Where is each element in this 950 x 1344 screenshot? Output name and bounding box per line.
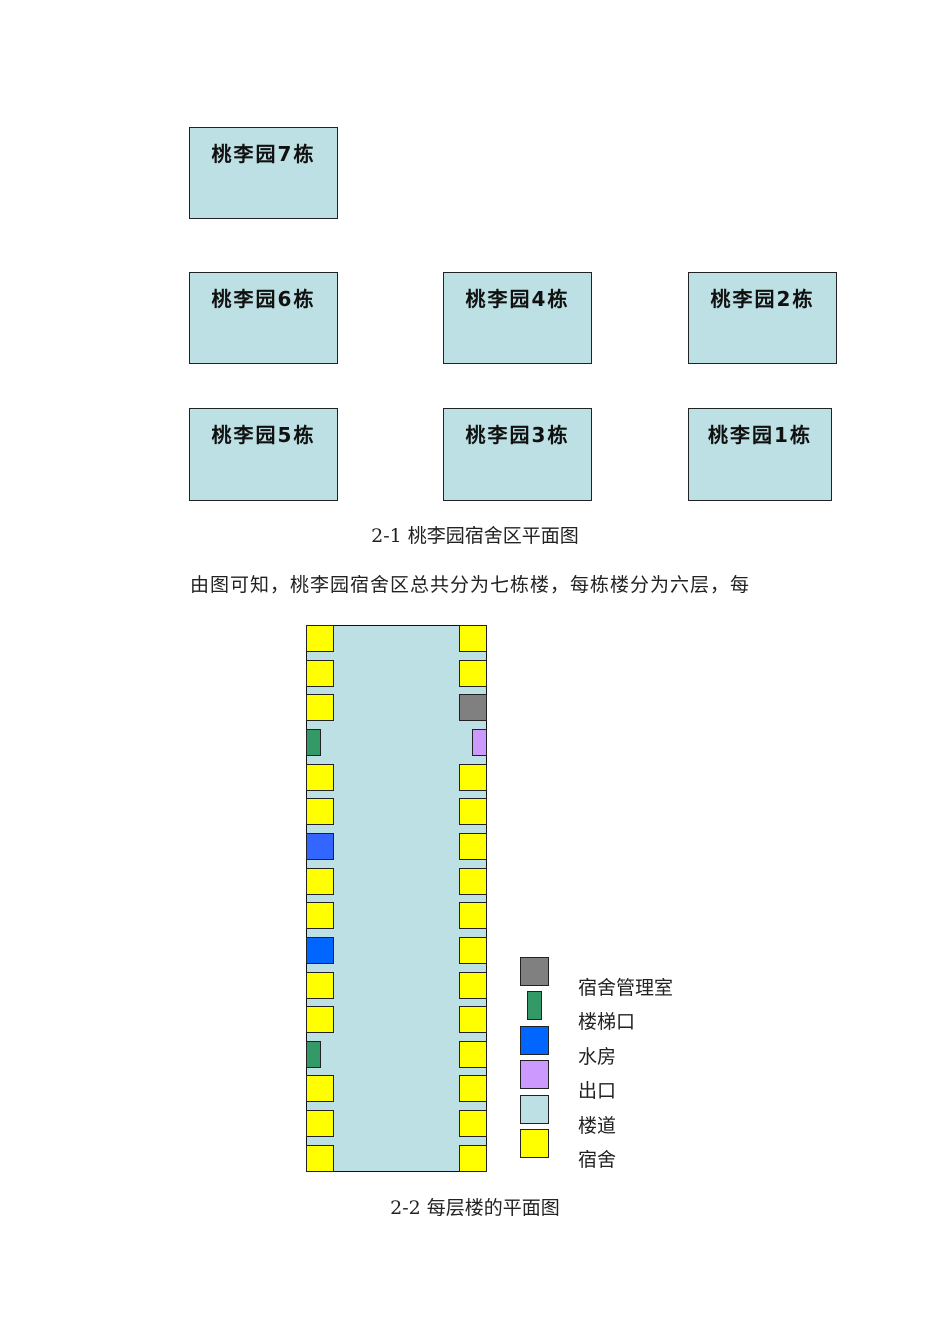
legend-label-corridor: 楼道	[578, 1115, 617, 1137]
room-water	[306, 832, 334, 860]
building-label: 桃李园3栋	[465, 423, 570, 447]
legend-swatch-exit	[520, 1060, 549, 1089]
room-dorm	[459, 902, 487, 930]
room-dorm	[459, 832, 487, 860]
room-dorm	[459, 659, 487, 687]
legend-label-exit: 出口	[578, 1080, 617, 1102]
legend-label-stair: 楼梯口	[578, 1011, 636, 1033]
room-dorm	[459, 1110, 487, 1138]
room-dorm	[306, 1144, 334, 1172]
room-dorm	[459, 1006, 487, 1034]
building-label: 桃李园6栋	[211, 287, 316, 311]
building-label: 桃李园1栋	[708, 423, 812, 447]
building-block: 桃李园4栋	[443, 272, 592, 364]
figure-1-caption: 2-1 桃李园宿舍区平面图	[371, 525, 579, 547]
building-block: 桃李园6栋	[189, 272, 338, 364]
building-block: 桃李园7栋	[189, 127, 338, 219]
room-dorm	[306, 902, 334, 930]
room-dorm	[306, 1075, 334, 1103]
legend-label-dorm: 宿舍	[578, 1149, 617, 1171]
room-dorm	[459, 1075, 487, 1103]
figure-2-caption: 2-2 每层楼的平面图	[390, 1197, 560, 1219]
corridor	[306, 625, 487, 1172]
building-label: 桃李园4栋	[465, 287, 570, 311]
room-dorm	[306, 798, 334, 826]
room-water_alt	[306, 936, 334, 964]
room-dorm	[459, 1040, 487, 1068]
room-dorm	[306, 625, 334, 652]
room-dorm	[459, 936, 487, 964]
room-dorm	[306, 1006, 334, 1034]
legend-swatch-dorm	[520, 1129, 549, 1158]
room-dorm	[459, 1144, 487, 1172]
legend-swatch-stair	[527, 991, 542, 1020]
building-block: 桃李园2栋	[688, 272, 837, 364]
room-dorm	[459, 625, 487, 652]
building-label: 桃李园7栋	[211, 142, 316, 166]
legend-label-admin: 宿舍管理室	[578, 977, 674, 999]
legend-swatch-corridor	[520, 1095, 549, 1124]
room-dorm	[459, 763, 487, 791]
body-paragraph: 由图可知，桃李园宿舍区总共分为七栋楼，每栋楼分为六层，每	[190, 574, 751, 596]
room-dorm	[459, 867, 487, 895]
room-stair	[306, 728, 321, 756]
building-label: 桃李园5栋	[211, 423, 316, 447]
room-dorm	[459, 971, 487, 999]
room-exit	[472, 728, 487, 756]
room-dorm	[306, 659, 334, 687]
room-dorm	[459, 798, 487, 826]
building-block: 桃李园3栋	[443, 408, 592, 501]
building-block: 桃李园1栋	[688, 408, 832, 501]
room-dorm	[306, 867, 334, 895]
legend-swatch-admin	[520, 957, 549, 986]
room-dorm	[306, 971, 334, 999]
room-stair	[306, 1040, 321, 1068]
building-block: 桃李园5栋	[189, 408, 338, 501]
room-dorm	[306, 763, 334, 791]
building-label: 桃李园2栋	[710, 287, 815, 311]
room-admin	[459, 694, 487, 722]
legend-label-water: 水房	[578, 1046, 617, 1068]
room-dorm	[306, 694, 334, 722]
room-dorm	[306, 1110, 334, 1138]
legend-swatch-water	[520, 1026, 549, 1055]
